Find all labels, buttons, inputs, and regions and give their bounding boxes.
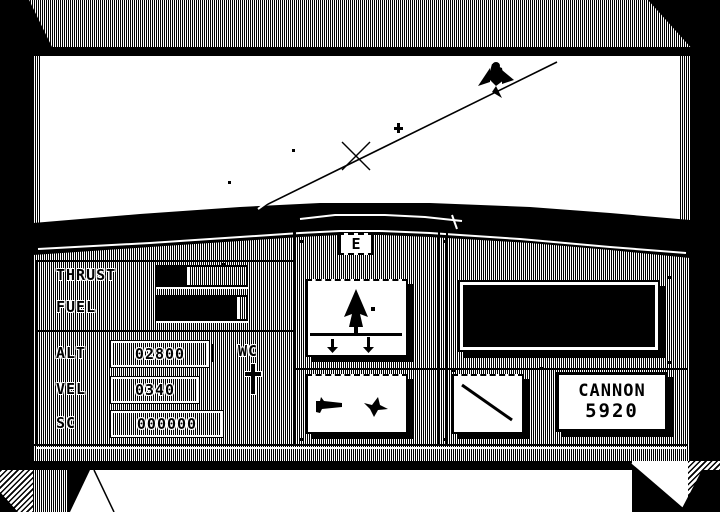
rivet-dot	[452, 369, 455, 372]
player-ship-icon	[344, 289, 375, 335]
cockpit-wall-left	[0, 47, 33, 470]
radar-scope	[458, 280, 660, 352]
rivet-dot	[668, 276, 671, 279]
rivet-dot	[443, 438, 446, 441]
fuel-gauge-fill	[158, 297, 240, 319]
rivet-dot	[668, 361, 671, 364]
weapon-panel: CANNON 5920	[556, 372, 668, 432]
compass-box: E	[338, 233, 374, 255]
left-panel-left-line	[36, 260, 38, 446]
score-readout: 000000	[110, 410, 224, 438]
rivet-dot	[300, 438, 303, 441]
down-arrow-icon	[327, 339, 338, 353]
crosshair-icon	[341, 141, 371, 171]
thrust-gauge-fill	[158, 267, 190, 285]
console-frame-left-line	[293, 230, 296, 446]
altitude-label: ALT	[56, 344, 87, 362]
cockpit-wall-right	[690, 47, 720, 461]
windshield-edge-left	[33, 56, 41, 230]
distant-enemy-icon	[394, 123, 403, 133]
rivet-dot	[540, 367, 543, 370]
weapon-name: CANNON	[578, 381, 646, 402]
console-lip	[33, 461, 632, 470]
console-corner-left	[0, 470, 33, 512]
score-value: 000000	[136, 415, 198, 433]
window-top-frame	[0, 47, 720, 56]
rivet-dot	[300, 240, 303, 243]
threat-display	[306, 374, 408, 434]
console-frame-right-line2	[446, 230, 448, 446]
thrust-label: THRUST	[56, 266, 117, 284]
sky-view	[228, 61, 558, 213]
fuel-gauge-underline	[156, 321, 248, 323]
dashboard-bottom-line	[33, 444, 688, 446]
cockpit-ceiling	[30, 0, 690, 47]
thrust-gauge	[156, 265, 248, 287]
console-corner-right	[688, 461, 720, 512]
altitude-value: 02800	[134, 345, 186, 363]
score-label: SC	[56, 414, 77, 432]
fuel-label: FUEL	[56, 298, 97, 316]
trajectory-line	[461, 383, 513, 422]
aircraft-blip-icon	[316, 397, 342, 413]
weapon-ammo: 5920	[585, 399, 639, 422]
windshield	[33, 56, 690, 230]
thrust-gauge-underline	[156, 287, 248, 289]
altitude-readout: 02800	[110, 340, 210, 368]
trajectory-contrail-line	[251, 61, 558, 213]
left-panel-divider-line	[36, 330, 294, 332]
weapon-mode-label: WC	[238, 342, 259, 360]
compass-heading: E	[351, 235, 361, 253]
console-front-stripe-left	[33, 470, 67, 512]
trajectory-display	[452, 374, 524, 434]
aircraft-blip-icon	[364, 397, 388, 417]
left-panel-top-line	[38, 260, 294, 262]
attitude-indicator	[306, 279, 408, 357]
down-arrow-icon	[363, 337, 374, 353]
star	[228, 181, 231, 184]
velocity-value: 0340	[134, 381, 176, 399]
rivet-dot	[443, 240, 446, 243]
velocity-readout: 0340	[110, 376, 200, 404]
enemy-ship-icon	[478, 62, 514, 98]
dashboard-bottom-highlight	[36, 447, 686, 449]
star	[292, 149, 295, 152]
console-front	[33, 470, 687, 512]
velocity-label: VEL	[56, 380, 87, 398]
fuel-gauge	[156, 295, 248, 321]
rivet-dot	[222, 263, 225, 266]
console-mid-divider-line	[296, 368, 688, 370]
attitude-horizon-line	[310, 333, 402, 336]
console-frame-right-line	[438, 230, 440, 446]
altitude-tick	[212, 344, 214, 362]
windshield-edge-right	[680, 56, 690, 230]
weapon-cross-icon	[244, 363, 262, 395]
